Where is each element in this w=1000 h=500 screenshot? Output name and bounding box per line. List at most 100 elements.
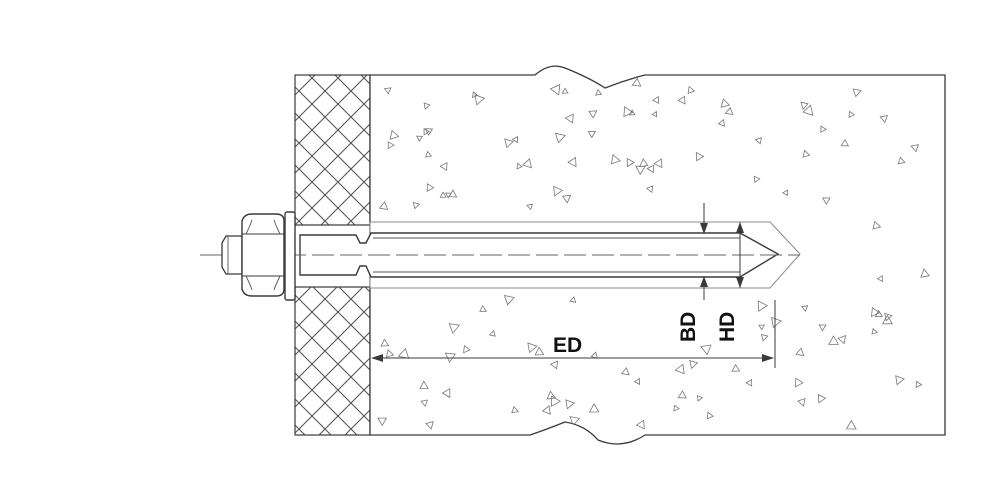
- aggregate-speckle: [802, 149, 811, 158]
- aggregate-speckle: [651, 95, 660, 104]
- aggregate-speckle: [840, 138, 850, 147]
- aggregate-speckle: [837, 334, 847, 345]
- aggregate-speckle: [797, 398, 806, 407]
- aggregate-speckle: [828, 335, 840, 345]
- aggregate-speckle: [876, 275, 883, 283]
- aggregate-speckle: [724, 106, 734, 116]
- aggregate-speckle: [822, 197, 831, 205]
- aggregate-speckle: [541, 405, 551, 415]
- aggregate-speckle: [758, 324, 765, 331]
- aggregate-speckle: [503, 294, 515, 306]
- hd-label: HD: [716, 312, 739, 342]
- aggregate-speckle: [645, 185, 654, 194]
- aggregate-speckle: [420, 399, 429, 407]
- aggregate-speckle: [516, 162, 523, 170]
- aggregate-speckle: [412, 201, 421, 210]
- aggregate-speckle: [620, 367, 630, 376]
- aggregate-speckle: [628, 109, 636, 116]
- aggregate-speckle: [378, 201, 389, 211]
- nut-chamfer-arcs: [245, 219, 281, 291]
- aggregate-speckle: [871, 327, 878, 335]
- aggregate-speckle: [511, 405, 519, 414]
- aggregate-speckle: [673, 404, 680, 412]
- ed-arrow-left: [371, 354, 383, 362]
- aggregate-speckle: [504, 138, 514, 149]
- aggregate-speckle: [472, 91, 479, 99]
- rod-end: [221, 235, 243, 275]
- aggregate-speckle: [745, 378, 753, 387]
- aggregate-speckle: [522, 158, 532, 169]
- aggregate-speckle: [677, 95, 686, 105]
- wall-lower: [294, 286, 371, 436]
- aggregate-speckle: [802, 104, 814, 116]
- aggregate-speckle: [677, 390, 687, 399]
- aggregate-speckle: [419, 380, 429, 390]
- aggregate-speckle: [425, 421, 434, 430]
- aggregate-speckle: [651, 110, 658, 118]
- aggregate-speckle: [397, 347, 410, 359]
- aggregate-speckle: [590, 351, 598, 359]
- aggregate-speckle: [845, 419, 857, 430]
- threaded-rod: [200, 232, 800, 278]
- hd-arrow-top: [736, 222, 744, 233]
- aggregate-speckle: [423, 128, 430, 136]
- aggregate-speckle: [587, 130, 597, 139]
- aggregate-speckle: [549, 84, 561, 96]
- aggregate-speckle: [553, 185, 564, 197]
- aggregate-speckle: [439, 191, 447, 198]
- aggregate-speckle: [551, 395, 562, 407]
- aggregate-speckle: [852, 88, 862, 98]
- aggregate-speckle: [389, 129, 400, 140]
- aggregate-speckle: [754, 136, 762, 145]
- aggregate-speckle: [569, 296, 577, 303]
- aggregate-speckle: [635, 419, 645, 430]
- aggregate-speckle: [920, 268, 931, 278]
- aggregate-speckle: [588, 403, 600, 413]
- aggregate-speckle: [387, 141, 395, 150]
- aggregate-speckle: [554, 132, 566, 144]
- bd-arrow-top: [700, 223, 708, 234]
- wall-upper: [294, 74, 371, 226]
- aggregate-speckle: [567, 156, 577, 168]
- aggregate-speckle: [881, 314, 893, 325]
- aggregate-speckle: [448, 189, 458, 198]
- aggregate-speckle: [753, 175, 761, 184]
- washer: [284, 211, 296, 301]
- aggregate-speckle: [897, 156, 906, 165]
- aggregate-speckle: [720, 98, 731, 108]
- aggregate-speckle: [879, 115, 889, 124]
- aggregate-speckle: [653, 158, 663, 169]
- aggregate-speckle: [700, 344, 712, 356]
- aggregate-speckle: [915, 380, 923, 389]
- aggregate-speckle: [687, 85, 696, 95]
- aggregate-speckle: [910, 144, 920, 153]
- aggregate-speckle: [416, 135, 424, 143]
- aggregate-speckle: [610, 154, 621, 165]
- aggregate-speckle: [635, 165, 646, 176]
- aggregate-speckle: [377, 417, 387, 427]
- aggregate-speckle: [818, 324, 827, 332]
- aggregate-speckle: [561, 194, 572, 204]
- aggregate-speckle: [820, 125, 827, 133]
- aggregate-speckle: [626, 157, 636, 168]
- aggregate-speckle: [871, 306, 881, 318]
- dimensions: [371, 203, 776, 368]
- aggregate-speckle: [534, 346, 545, 356]
- aggregate-speckle: [801, 305, 809, 312]
- aggregate-speckle: [689, 359, 699, 370]
- aggregate-speckle: [527, 342, 538, 354]
- bd-arrow-bottom: [700, 276, 708, 287]
- aggregate-speckle: [874, 309, 884, 318]
- aggregate-speckle: [633, 377, 640, 386]
- aggregate-speckle: [782, 189, 788, 197]
- bd-label: BD: [677, 312, 700, 342]
- aggregate-speckle: [474, 94, 486, 106]
- hd-arrow-bottom: [736, 277, 744, 288]
- aggregate-speckle: [441, 387, 451, 399]
- aggregate-speckle: [479, 304, 488, 312]
- aggregate-speckle: [564, 113, 574, 124]
- aggregate-speckles: [377, 77, 931, 430]
- aggregate-speckle: [895, 375, 905, 386]
